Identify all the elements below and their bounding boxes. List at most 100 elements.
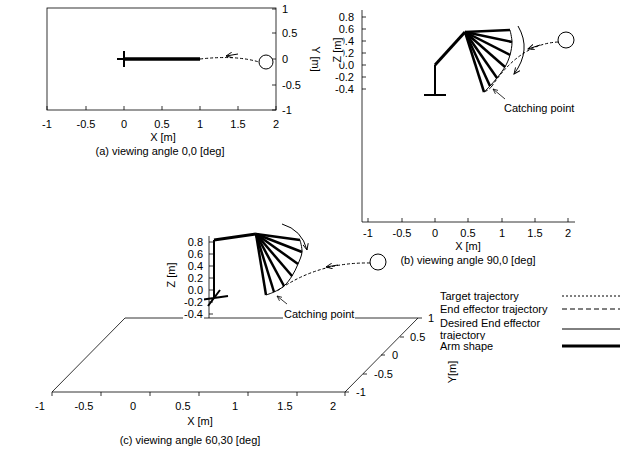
- tick-mark: [272, 59, 276, 60]
- panel-c: [52, 224, 418, 392]
- tick-mark: [468, 218, 469, 222]
- tick-mark: [362, 53, 366, 54]
- tick-label: -0.2: [183, 296, 204, 308]
- tick-label: -0.2: [334, 71, 355, 83]
- tick-label: 1.5: [229, 118, 246, 130]
- leader-line: [493, 89, 505, 99]
- tick-mark: [209, 254, 213, 255]
- legend-samples: [562, 296, 620, 346]
- axis-title: Y[m]: [446, 360, 458, 385]
- tick-marks: [47, 9, 568, 396]
- target-ball: [370, 254, 386, 270]
- tick-label: 1: [281, 3, 289, 15]
- tick-label: -0.4: [183, 308, 204, 320]
- tick-mark: [101, 392, 102, 396]
- tick-mark: [418, 318, 422, 319]
- target-trajectory: [277, 263, 370, 291]
- arm-shape: [465, 30, 510, 32]
- tick-label: -1: [41, 118, 53, 130]
- legend-text: End effector trajectory: [440, 303, 547, 315]
- tick-mark: [362, 17, 366, 18]
- tick-mark: [272, 110, 276, 111]
- arm-base: [200, 240, 228, 306]
- tick-label: 0.5: [153, 118, 170, 130]
- tick-label: -1: [281, 104, 293, 116]
- legend-sample: [562, 309, 620, 310]
- callout-label: Catching point: [283, 308, 355, 320]
- tick-label: 2: [329, 400, 337, 412]
- arm-shape: [435, 32, 465, 65]
- tick-mark: [568, 218, 569, 222]
- tick-label: -1: [362, 227, 374, 239]
- tick-label: 0: [281, 53, 289, 65]
- tick-mark: [52, 392, 53, 396]
- tick-mark: [86, 106, 87, 110]
- axis-title: X [m]: [454, 240, 482, 252]
- legend-sample: [562, 329, 620, 330]
- axis-title: Y [m]: [310, 45, 322, 72]
- tick-mark: [363, 374, 367, 375]
- tick-mark: [368, 218, 369, 222]
- tick-mark: [150, 392, 151, 396]
- tick-mark: [209, 242, 213, 243]
- panel-a: [47, 8, 276, 110]
- tick-mark: [535, 218, 536, 222]
- legend-text: Arm shape: [440, 340, 493, 352]
- arm-base: [424, 65, 446, 95]
- tick-label: 0: [120, 118, 128, 130]
- tick-mark: [272, 85, 276, 86]
- tick-label: 0.5: [174, 400, 191, 412]
- tick-mark: [362, 29, 366, 30]
- arm-shape: [256, 234, 266, 295]
- tick-mark: [209, 302, 213, 303]
- tick-label: -0.5: [281, 79, 302, 91]
- tick-label: 0.5: [459, 227, 476, 239]
- arm-shape: [124, 57, 200, 61]
- tick-label: -0.5: [74, 400, 95, 412]
- direction-arrow: [326, 265, 338, 267]
- tick-mark: [362, 77, 366, 78]
- tick-mark: [200, 106, 201, 110]
- panel-caption: (a) viewing angle 0,0 [deg]: [94, 145, 225, 157]
- tick-label: -1: [355, 386, 367, 398]
- tick-label: -0.5: [392, 227, 413, 239]
- tick-mark: [345, 392, 349, 393]
- tick-mark: [238, 106, 239, 110]
- arm-shape: [256, 234, 302, 295]
- tick-label: 2: [564, 227, 572, 239]
- tick-label: 1: [196, 118, 204, 130]
- tick-label: 0.4: [187, 260, 204, 272]
- tick-label: -0.4: [334, 83, 355, 95]
- tick-mark: [272, 9, 276, 10]
- arm-shape: [465, 32, 484, 92]
- legend-sample: [562, 296, 620, 297]
- tick-mark: [362, 89, 366, 90]
- target-trajectory: [200, 58, 259, 62]
- tick-mark: [297, 392, 298, 396]
- tick-mark: [400, 337, 404, 338]
- tick-mark: [199, 392, 200, 396]
- axis-title: Z [m]: [166, 261, 178, 288]
- tick-label: -0.5: [76, 118, 97, 130]
- plot-frame: [47, 8, 276, 110]
- direction-arrow: [528, 45, 540, 49]
- tick-label: 0.6: [338, 23, 355, 35]
- tick-label: 0: [391, 349, 399, 361]
- desired-trajectory: [484, 30, 512, 92]
- motion-arrow: [514, 26, 524, 74]
- motion-arrow: [282, 224, 307, 250]
- end-effector-trajectory: [484, 86, 492, 92]
- tick-label: 0.6: [187, 248, 204, 260]
- arm-shape: [214, 234, 256, 240]
- tick-mark: [248, 392, 249, 396]
- tick-label: 2: [272, 118, 280, 130]
- tick-mark: [402, 218, 403, 222]
- arm-shape: [465, 32, 497, 78]
- tick-mark: [162, 106, 163, 110]
- tick-mark: [362, 41, 366, 42]
- tick-mark: [362, 65, 366, 66]
- tick-mark: [381, 355, 385, 356]
- axes: [362, 10, 575, 222]
- tick-label: 0.8: [338, 11, 355, 23]
- tick-label: 0.5: [409, 331, 426, 343]
